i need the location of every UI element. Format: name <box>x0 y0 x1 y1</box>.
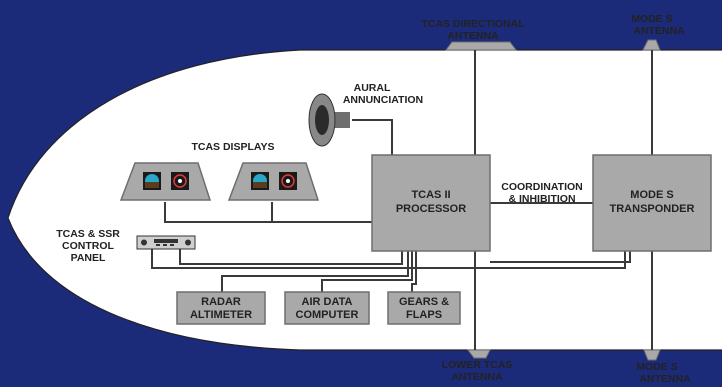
wiring <box>151 50 653 350</box>
aircraft-fuselage <box>7 49 722 351</box>
tcas-processor-label-2: PROCESSOR <box>396 203 466 215</box>
tcas-processor-box: TCAS II PROCESSOR <box>371 154 491 252</box>
aural-annunciation-label: AURAL ANNUNCIATION <box>343 82 423 106</box>
tcas-display-right <box>227 162 320 201</box>
air-data-computer-box: AIR DATA COMPUTER <box>284 291 370 325</box>
mode-s-transponder-label-1: MODE S <box>630 189 673 201</box>
radar-altimeter-label-1: RADAR <box>201 296 241 308</box>
control-panel-icon <box>136 235 196 250</box>
coordination-label-1: COORDINATION <box>501 181 582 193</box>
coordination-label-2: & INHIBITION <box>508 193 575 205</box>
lower-tcas-antenna-label-1: LOWER TCAS <box>442 359 513 371</box>
aural-annunciation-label-1: AURAL <box>354 82 391 94</box>
mode-s-antenna-top-label: MODE S ANTENNA <box>631 13 685 37</box>
mode-s-antenna-bottom-label-2: ANTENNA <box>639 373 691 385</box>
tcas-directional-antenna-label-2: ANTENNA <box>447 30 499 42</box>
control-panel-label: TCAS & SSR CONTROL PANEL <box>56 228 120 264</box>
control-panel-label-2: CONTROL <box>62 240 114 252</box>
mode-s-antenna-top-label-1: MODE S <box>631 13 672 25</box>
tcas-processor-label-1: TCAS II <box>411 189 450 201</box>
gears-flaps-box: GEARS & FLAPS <box>387 291 461 325</box>
mode-s-antenna-top-icon <box>642 39 661 51</box>
tcas-directional-antenna-label-1: TCAS DIRECTIONAL <box>421 18 525 30</box>
air-data-computer-label-2: COMPUTER <box>296 309 359 321</box>
mode-s-antenna-bottom-label: MODE S ANTENNA <box>636 361 691 385</box>
mode-s-antenna-top-label-2: ANTENNA <box>633 25 685 37</box>
control-panel-label-3: PANEL <box>71 252 106 264</box>
gears-flaps-label-2: FLAPS <box>406 309 442 321</box>
radar-altimeter-label-2: ALTIMETER <box>190 309 252 321</box>
mode-s-antenna-bottom-icon <box>643 349 661 361</box>
tcas-directional-antenna-label: TCAS DIRECTIONAL ANTENNA <box>421 18 525 42</box>
tcas-directional-antenna-icon <box>445 41 517 51</box>
lower-tcas-antenna-label: LOWER TCAS ANTENNA <box>442 359 513 383</box>
tcas-displays-label: TCAS DISPLAYS <box>191 141 274 153</box>
air-data-computer-label-1: AIR DATA <box>302 296 353 308</box>
mode-s-antenna-bottom-label-1: MODE S <box>636 361 677 373</box>
gears-flaps-label-1: GEARS & <box>399 296 449 308</box>
tcas-display-left <box>119 162 212 201</box>
lower-tcas-antenna-icon <box>467 349 491 359</box>
mode-s-transponder-box: MODE S TRANSPONDER <box>592 154 712 252</box>
aural-annunciation-label-2: ANNUNCIATION <box>343 94 423 106</box>
control-panel-label-1: TCAS & SSR <box>56 228 120 240</box>
coordination-label: COORDINATION & INHIBITION <box>501 181 582 205</box>
radar-altimeter-box: RADAR ALTIMETER <box>176 291 266 325</box>
mode-s-transponder-label-2: TRANSPONDER <box>610 203 695 215</box>
speaker-icon <box>308 93 350 147</box>
lower-tcas-antenna-label-2: ANTENNA <box>451 371 503 383</box>
